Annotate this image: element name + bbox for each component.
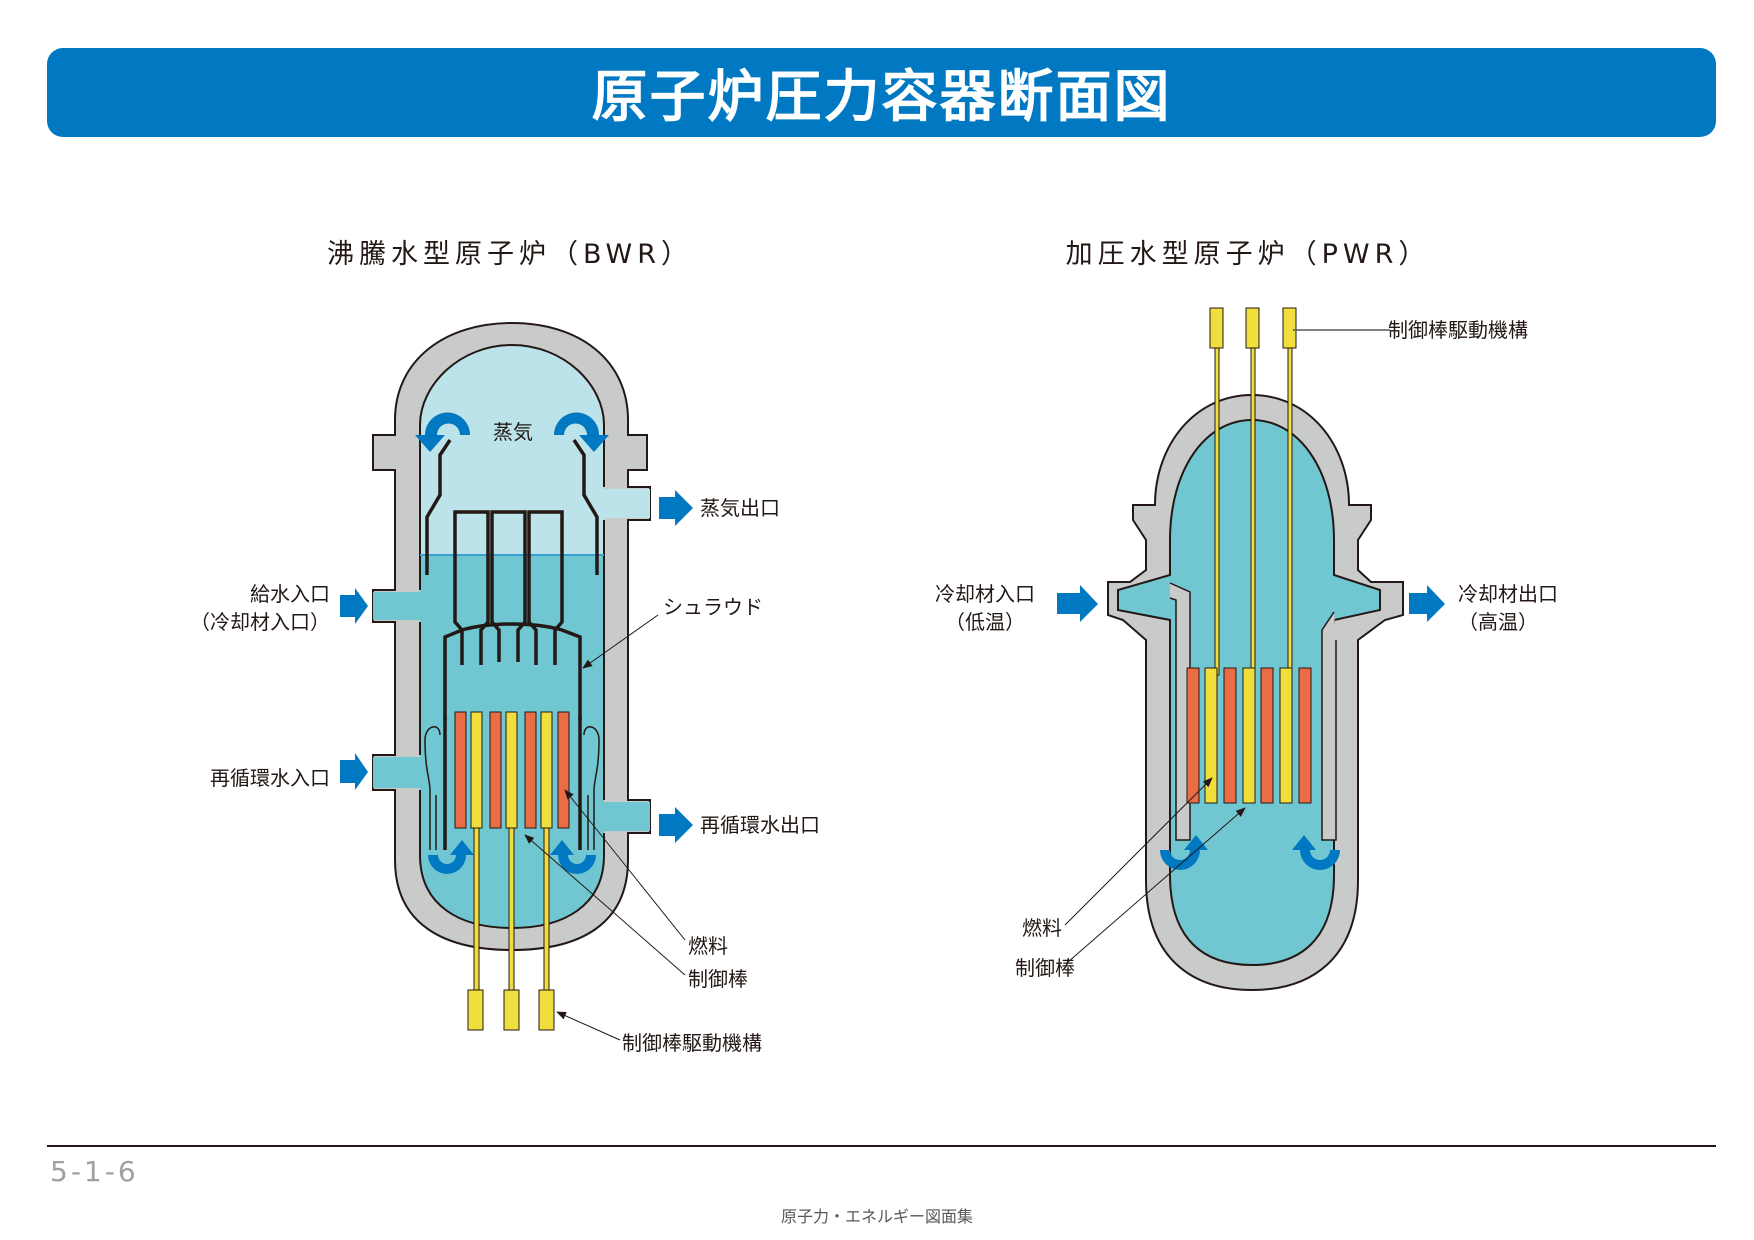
arrow-right-icon: [1409, 585, 1445, 622]
bwr-title: 沸騰水型原子炉（BWR）: [326, 239, 694, 270]
arrow-right-icon: [340, 588, 368, 624]
bwr-feedwater-inlet-line2: （冷却材入口）: [190, 610, 330, 634]
arrow-right-icon: [659, 807, 693, 843]
pwr-control-rod-label: 制御棒: [1015, 956, 1075, 980]
control-rod: [540, 711, 553, 829]
fuel-rod: [557, 711, 570, 829]
pwr-diagram: [1057, 307, 1445, 992]
fuel-rod: [1298, 667, 1312, 804]
pwr-coolant-inlet-line2: （低温）: [945, 610, 1025, 634]
pwr-coolant-outlet-line1: 冷却材出口: [1458, 582, 1558, 606]
control-rod: [505, 711, 518, 829]
pwr-coolant-outlet-label: 冷却材出口 （高温）: [1458, 580, 1558, 636]
crd-unit: [1209, 307, 1224, 349]
bwr-diagram: [340, 321, 693, 1041]
control-rod: [1204, 667, 1218, 804]
control-rod: [470, 711, 483, 829]
fuel-rod: [489, 711, 502, 829]
pwr-coolant-inlet-line1: 冷却材入口: [935, 582, 1035, 606]
pwr-coolant-outlet-line2: （高温）: [1458, 610, 1538, 634]
bwr-feedwater-inlet-line1: 給水入口: [250, 582, 330, 606]
pwr-crd-mechanism-label: 制御棒駆動機構: [1388, 318, 1528, 342]
bwr-steam-region: [420, 345, 604, 555]
bwr-recirc-inlet-label: 再循環水入口: [210, 766, 330, 790]
crd-unit: [538, 989, 555, 1031]
bwr-recirc-outlet-label: 再循環水出口: [700, 813, 820, 837]
control-rod: [1279, 667, 1293, 804]
arrow-right-icon: [340, 753, 368, 790]
fuel-rod: [454, 711, 467, 829]
bwr-core: [454, 711, 570, 829]
fuel-rod: [1223, 667, 1237, 804]
pwr-fuel-label: 燃料: [1022, 916, 1062, 940]
footer-divider: [47, 1145, 1716, 1147]
pwr-core: [1186, 667, 1312, 804]
title-bar: 原子炉圧力容器断面図: [47, 48, 1716, 137]
crd-unit: [1282, 307, 1297, 349]
bwr-shroud: [443, 622, 582, 720]
crd-unit: [467, 989, 484, 1031]
fuel-rod: [1186, 667, 1200, 804]
bwr-steam-outlet-label: 蒸気出口: [700, 496, 780, 520]
fuel-rod: [524, 711, 537, 829]
arrow-right-icon: [659, 490, 693, 526]
bwr-feedwater-inlet-label: 給水入口 （冷却材入口）: [180, 580, 330, 636]
flow-arrow-icon: [415, 412, 609, 874]
bwr-steam-label: 蒸気: [493, 420, 533, 444]
flow-arrow-icon: [1160, 835, 1340, 870]
bwr-fuel-label: 燃料: [688, 934, 728, 958]
bwr-crd-mechanism-label: 制御棒駆動機構: [622, 1031, 762, 1055]
page-title: 原子炉圧力容器断面図: [591, 65, 1172, 130]
page-number: 5-1-6: [50, 1155, 139, 1188]
crd-unit: [503, 989, 520, 1031]
bwr-shroud-label: シュラウド: [663, 595, 763, 619]
footer-caption: 原子力・エネルギー図面集: [780, 1207, 973, 1226]
control-rod: [1242, 667, 1256, 804]
crd-unit: [1245, 307, 1260, 349]
arrow-right-icon: [1057, 585, 1098, 622]
pwr-coolant-inlet-label: 冷却材入口 （低温）: [915, 580, 1055, 636]
bwr-control-rod-label: 制御棒: [688, 967, 748, 991]
pwr-title: 加圧水型原子炉（PWR）: [1065, 239, 1431, 270]
fuel-rod: [1260, 667, 1274, 804]
